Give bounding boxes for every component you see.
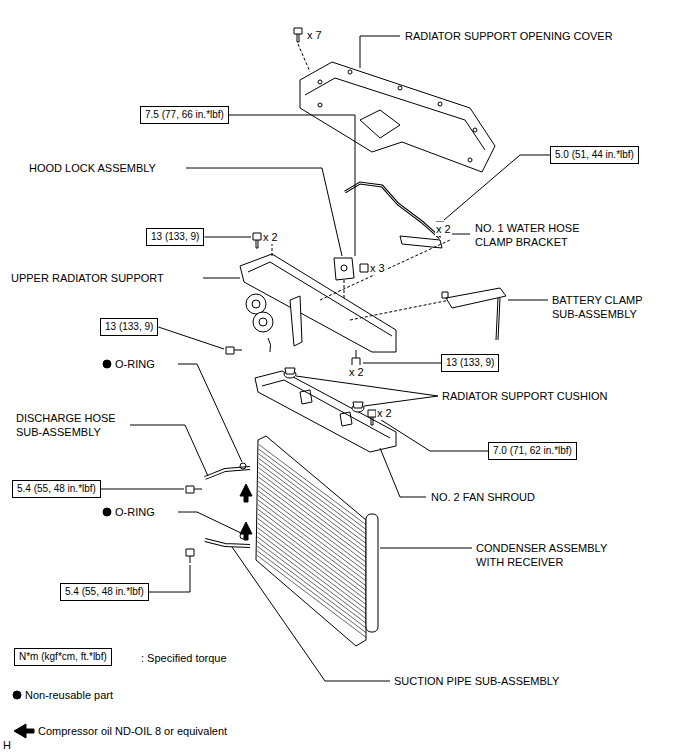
quantity-mark: x 7 [306,28,323,42]
torque-value: 7.0 (71, 62 in.*lbf) [493,445,572,457]
part-name: BATTERY CLAMP SUB-ASSEMBLY [551,293,653,321]
quantity-mark: H [2,738,12,752]
part-name: UPPER RADIATOR SUPPORT [10,271,165,285]
torque-box: 13 (133, 9) [146,228,204,246]
torque-box: 13 (133, 9) [441,354,499,372]
leader-line [378,418,488,451]
battery-clamp [446,288,506,308]
part-name: HOOD LOCK ASSEMBLY [28,161,157,175]
condenser-fin [257,555,366,637]
part-name: DISCHARGE HOSE SUB-ASSEMBLY [15,411,129,439]
legend-text: Non-reusable part [25,688,113,702]
condenser-fin [258,528,366,609]
condenser-fin [258,523,366,604]
torque-box: 13 (133, 9) [100,318,158,336]
torque-box: 5.0 (51, 44 in.*lbf) [550,146,639,164]
leader-line [229,115,355,256]
torque-value: 13 (133, 9) [151,231,199,243]
leader-line [444,155,550,220]
part-name: RADIATOR SUPPORT OPENING COVER [404,29,614,43]
part-name: RADIATOR SUPPORT CUSHION [441,389,608,403]
torque-value: 5.4 (55, 48 in.*lbf) [17,483,96,495]
torque-box: 7.5 (77, 66 in.*lbf) [140,106,229,124]
torque-value: N*m (kgf*cm, ft.*lbf) [19,651,107,663]
support-beam [240,254,396,352]
torque-value: 5.4 (55, 48 in.*lbf) [65,586,144,598]
quantity-mark: x 2 [435,222,452,236]
torque-box: 5.4 (55, 48 in.*lbf) [60,583,149,601]
torque-box: 5.4 (55, 48 in.*lbf) [12,480,101,498]
part-name: NO. 2 FAN SHROUD [430,490,536,504]
leader-line [204,237,251,238]
quantity-mark: x 2 [348,365,365,379]
condenser-core [256,436,366,646]
condenser-fin [257,546,366,628]
part-name: O-RING [114,357,156,371]
quantity-mark: x 2 [262,230,279,244]
cover-rib [305,78,485,150]
cover-rib [360,110,400,138]
cover-shape [300,62,495,172]
torque-value: 5.0 (51, 44 in.*lbf) [555,149,634,161]
leader-line [101,489,184,490]
leader-line [149,565,190,592]
condenser-fin [257,542,366,624]
leader-line [363,363,441,364]
condenser-fin [257,551,366,633]
torque-box: N*m (kgf*cm, ft.*lbf) [14,648,112,666]
bolt [294,28,302,42]
leader-line [158,327,224,349]
part-name: CONDENSER ASSEMBLY WITH RECEIVER [475,541,617,569]
torque-box: 7.0 (71, 62 in.*lbf) [488,442,577,460]
quantity-mark: x 3 [369,261,386,275]
legend-text: Compressor oil ND-OIL 8 or equivalent [38,724,227,738]
fan-shroud [255,371,396,452]
part-name: NO. 1 WATER HOSE CLAMP BRACKET [474,221,601,249]
part-name: SUCTION PIPE SUB-ASSEMBLY [393,674,560,688]
torque-value: 13 (133, 9) [446,357,494,369]
quantity-mark: x 2 [376,406,393,420]
condenser-fin [257,532,366,614]
legend-text: : Specified torque [141,651,227,665]
part-name: O-RING [114,505,156,519]
hood-lock [334,258,354,280]
receiver-tank [366,514,378,632]
torque-value: 13 (133, 9) [105,321,153,333]
torque-value: 7.5 (77, 66 in.*lbf) [145,109,224,121]
